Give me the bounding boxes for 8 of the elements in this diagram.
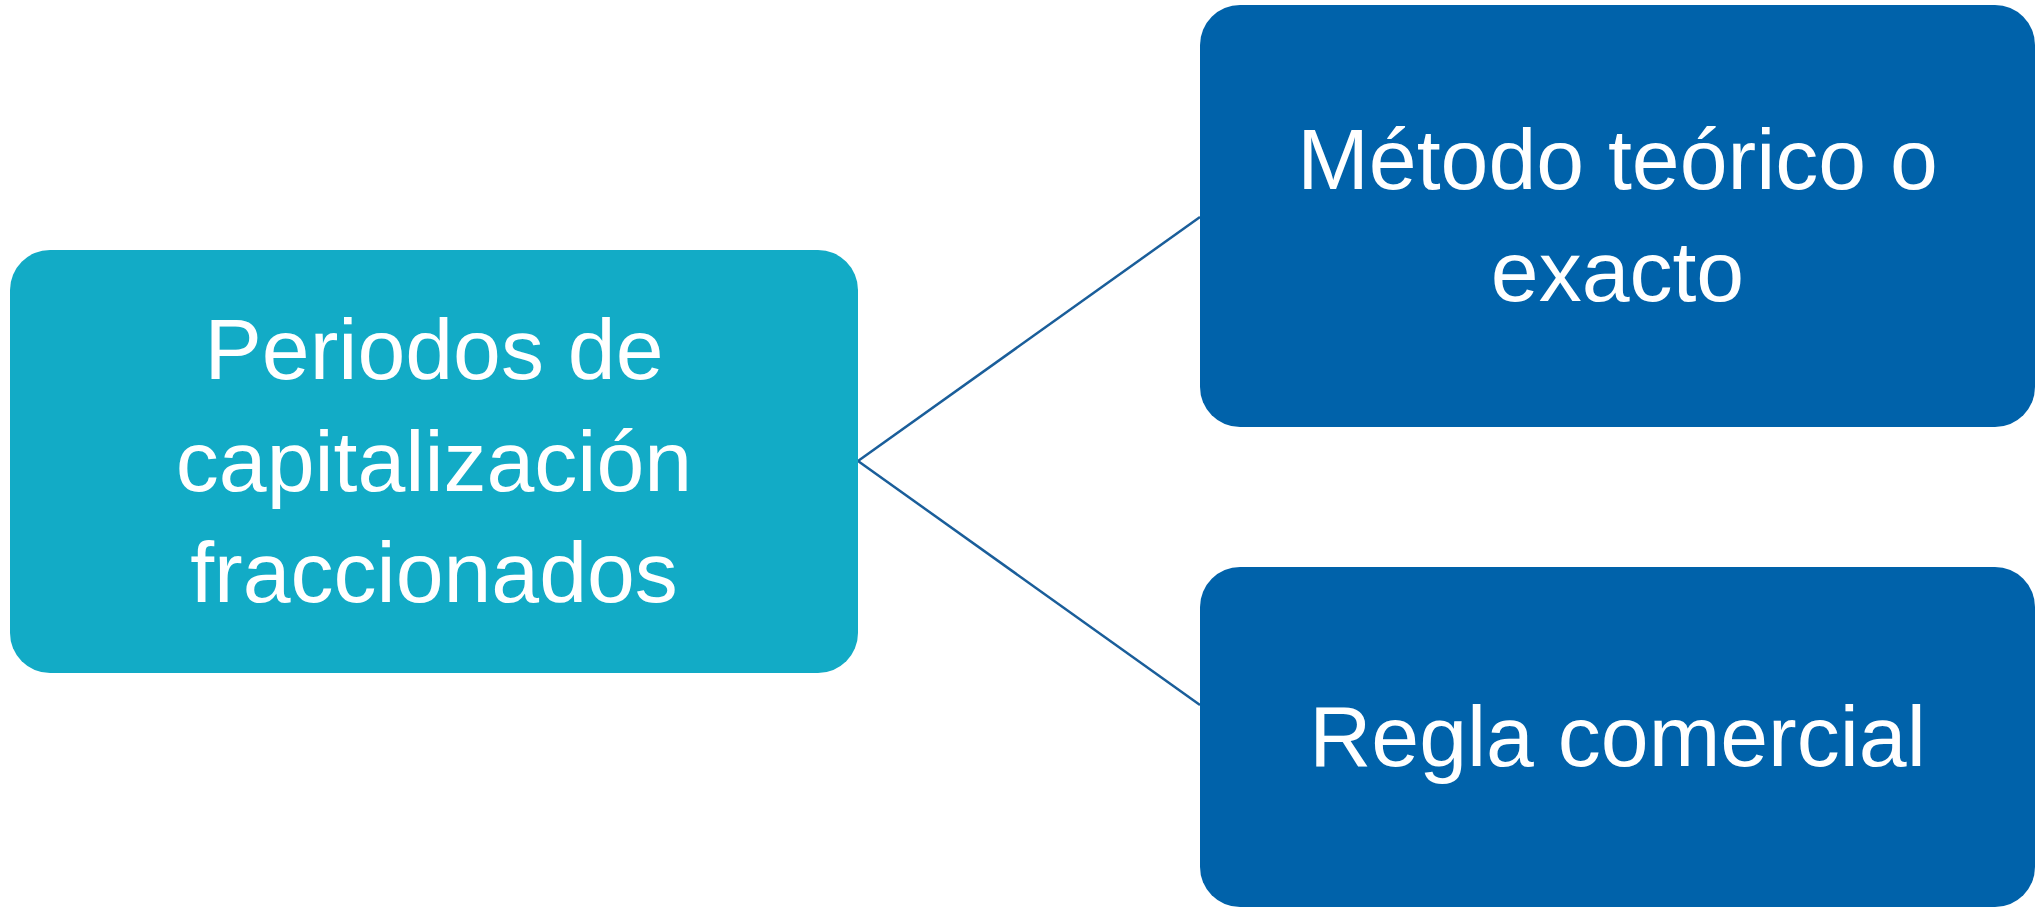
process-box <box>1200 567 2035 907</box>
process-box <box>10 250 858 673</box>
process-box <box>1200 5 2035 427</box>
box-label: Regla comercial <box>1309 687 1926 787</box>
box-label: Periodos de capitalización fraccionados <box>174 299 694 623</box>
box-label: Método teórico o exacto <box>1296 110 1939 321</box>
connector-line <box>857 460 1201 706</box>
connector-line <box>857 216 1201 462</box>
